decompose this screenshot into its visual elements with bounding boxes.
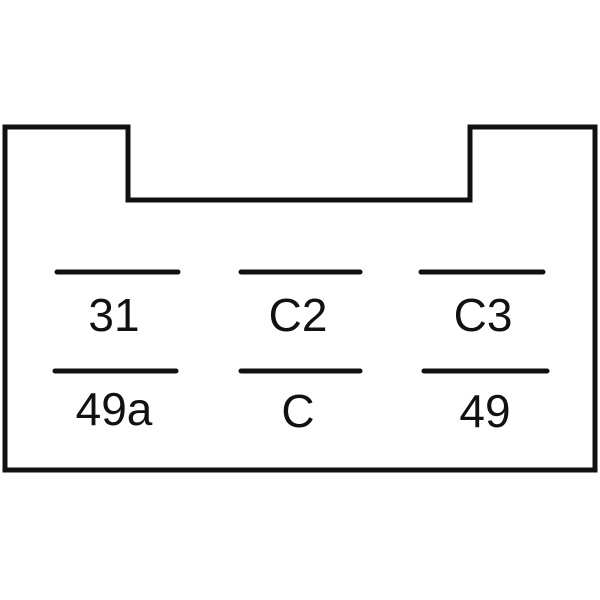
pin-label-49a: 49a [76,383,153,435]
pin-label-c3: C3 [454,289,513,341]
pin-label-49: 49 [459,385,510,437]
connector-housing-outline [2,124,598,473]
pin-label-c2: C2 [269,289,328,341]
pin-label-c: C [281,385,314,437]
pin-label-31: 31 [88,289,139,341]
